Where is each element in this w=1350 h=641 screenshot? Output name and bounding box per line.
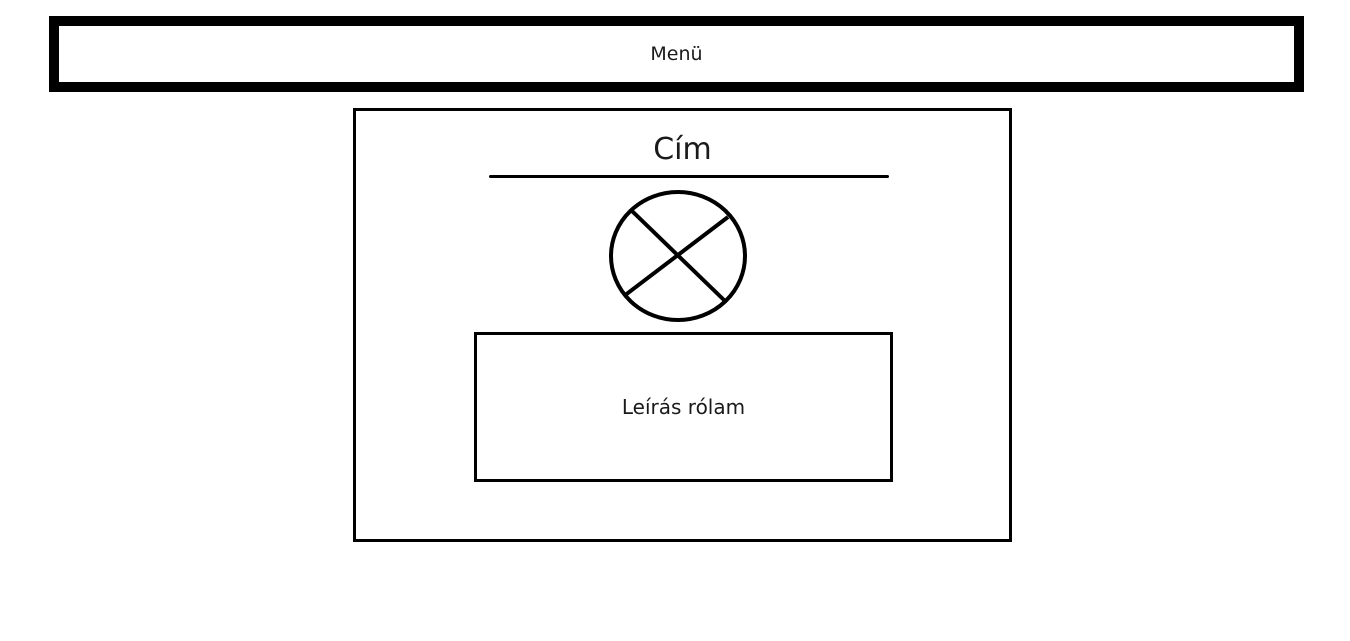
content-panel: Cím Leírás rólam bbox=[353, 108, 1012, 542]
menu-label: Menü bbox=[650, 43, 703, 65]
page-title: Cím bbox=[653, 132, 712, 167]
description-box: Leírás rólam bbox=[474, 332, 893, 482]
menu-bar[interactable]: Menü bbox=[49, 16, 1304, 92]
description-text: Leírás rólam bbox=[621, 395, 746, 419]
title-underline bbox=[489, 175, 889, 178]
image-placeholder-icon bbox=[609, 190, 747, 322]
